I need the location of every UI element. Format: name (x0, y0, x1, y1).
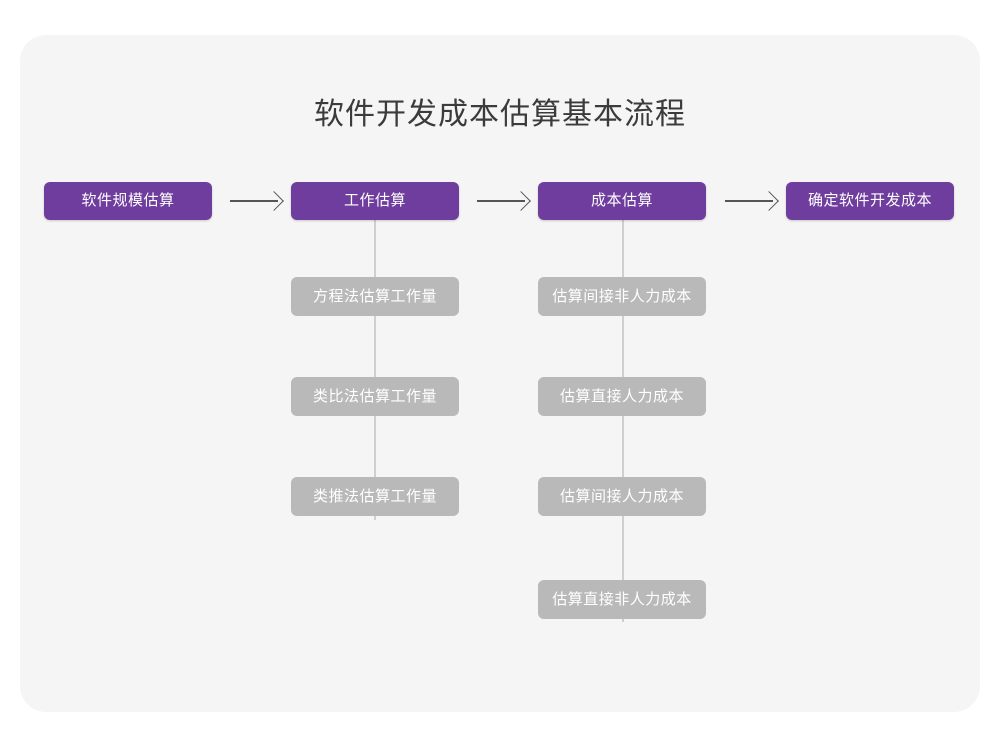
flow-node-cost-estimation[interactable]: 成本估算 (538, 182, 706, 220)
branch-node-label: 估算间接非人力成本 (552, 287, 692, 305)
right-arrow-icon (725, 191, 779, 211)
branch-node-label: 估算直接人力成本 (559, 387, 684, 405)
branch-node-label: 方程法估算工作量 (312, 287, 437, 305)
branch-node-inference-method-effort[interactable]: 类推法估算工作量 (291, 477, 459, 516)
branch-node-label: 估算直接非人力成本 (552, 590, 692, 608)
branch-node-label: 类推法估算工作量 (312, 487, 437, 505)
branch-node-direct-nonlabor-cost[interactable]: 估算直接非人力成本 (538, 580, 706, 619)
right-arrow-icon (477, 191, 531, 211)
flow-node-label: 软件规模估算 (81, 192, 175, 209)
branch-node-label: 类比法估算工作量 (312, 387, 437, 405)
connector-line-effort (374, 210, 376, 520)
flow-node-label: 成本估算 (590, 192, 653, 209)
flow-node-software-scale-estimation[interactable]: 软件规模估算 (44, 182, 212, 220)
branch-node-analogy-method-effort[interactable]: 类比法估算工作量 (291, 377, 459, 416)
flow-node-work-estimation[interactable]: 工作估算 (291, 182, 459, 220)
page-title: 软件开发成本估算基本流程 (314, 98, 686, 131)
branch-node-direct-labor-cost[interactable]: 估算直接人力成本 (538, 377, 706, 416)
branch-node-indirect-nonlabor-cost[interactable]: 估算间接非人力成本 (538, 277, 706, 316)
flow-node-determine-development-cost[interactable]: 确定软件开发成本 (786, 182, 954, 220)
flow-node-label: 确定软件开发成本 (807, 192, 932, 209)
right-arrow-icon (230, 191, 284, 211)
branch-node-indirect-labor-cost[interactable]: 估算间接人力成本 (538, 477, 706, 516)
branch-node-label: 估算间接人力成本 (559, 487, 684, 505)
diagram-card (20, 35, 980, 712)
flow-node-label: 工作估算 (343, 192, 406, 209)
branch-node-equation-method-effort[interactable]: 方程法估算工作量 (291, 277, 459, 316)
connector-line-cost (622, 210, 624, 622)
